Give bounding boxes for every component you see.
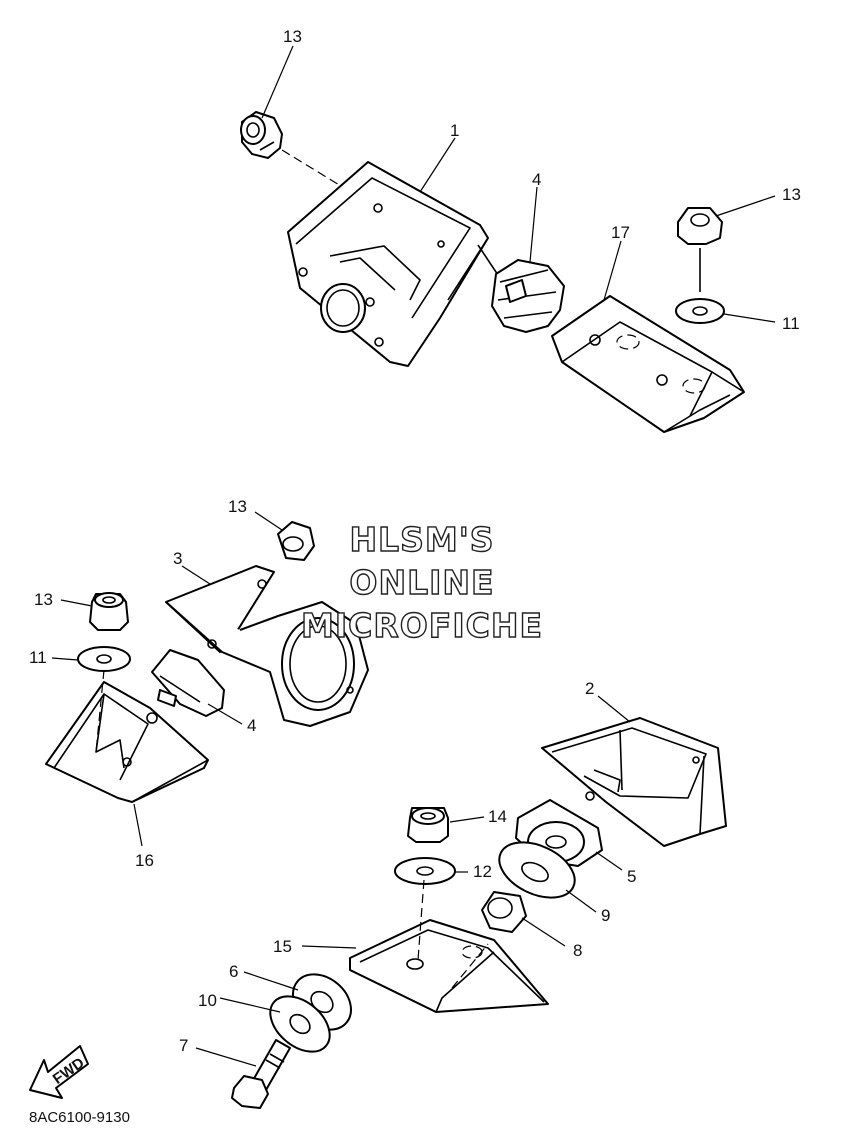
part-9-washer — [498, 841, 576, 899]
leader-lines — [51, 45, 776, 1067]
callout-4-lower: 4 — [247, 716, 256, 735]
watermark-line-2: ONLINE — [349, 563, 494, 602]
part-8-collar — [481, 891, 527, 933]
part-13-nut-right — [677, 207, 723, 245]
part-10-washer — [269, 995, 331, 1053]
part-1-bracket — [287, 161, 489, 367]
callout-2: 2 — [585, 679, 594, 698]
callout-7: 7 — [179, 1036, 188, 1055]
callout-15: 15 — [273, 937, 292, 956]
callout-labels: 13 1 4 13 17 11 13 3 13 11 2 4 14 16 12 … — [29, 27, 801, 1055]
callout-13-right: 13 — [782, 185, 801, 204]
callout-1: 1 — [450, 121, 459, 140]
part-3-bracket — [165, 565, 369, 727]
callout-6: 6 — [229, 962, 238, 981]
part-7-bolt — [231, 1039, 291, 1109]
part-13-nut-top — [240, 111, 283, 159]
part-4-damper-lower — [151, 649, 225, 717]
callout-5: 5 — [627, 867, 636, 886]
part-14-nut — [407, 807, 449, 843]
callout-11-upper: 11 — [782, 314, 800, 333]
callout-17: 17 — [611, 223, 630, 242]
part-15-bracket — [349, 919, 549, 1013]
part-13-nut-mid — [277, 521, 315, 561]
callout-16: 16 — [135, 851, 154, 870]
callout-14: 14 — [488, 807, 507, 826]
callout-10: 10 — [198, 991, 217, 1010]
callout-13-top: 13 — [283, 27, 302, 46]
watermark-line-3: MICROFICHE — [301, 606, 543, 645]
callout-4-upper: 4 — [532, 170, 541, 189]
callout-13-mid: 13 — [228, 497, 247, 516]
part-11-washer-upper — [675, 298, 725, 324]
part-17-bracket — [551, 295, 745, 433]
part-2-bracket — [541, 717, 727, 847]
watermark-line-1: HLSM'S — [349, 520, 494, 559]
callout-11-lower: 11 — [29, 648, 47, 667]
part-16-bracket — [45, 681, 209, 803]
callout-13-left: 13 — [34, 590, 53, 609]
part-11-washer-lower — [77, 646, 131, 672]
part-13-nut-left — [89, 592, 129, 631]
callout-8: 8 — [573, 941, 582, 960]
diagram-code: 8AC6100-9130 — [29, 1109, 130, 1126]
fwd-arrow-icon: FWD — [29, 1045, 89, 1099]
callout-3: 3 — [173, 549, 182, 568]
part-12-washer — [394, 857, 456, 885]
watermark: HLSM'S ONLINE MICROFICHE — [300, 519, 543, 645]
part-4-damper-upper — [477, 244, 565, 333]
callout-12: 12 — [473, 862, 492, 881]
callout-9: 9 — [601, 906, 610, 925]
